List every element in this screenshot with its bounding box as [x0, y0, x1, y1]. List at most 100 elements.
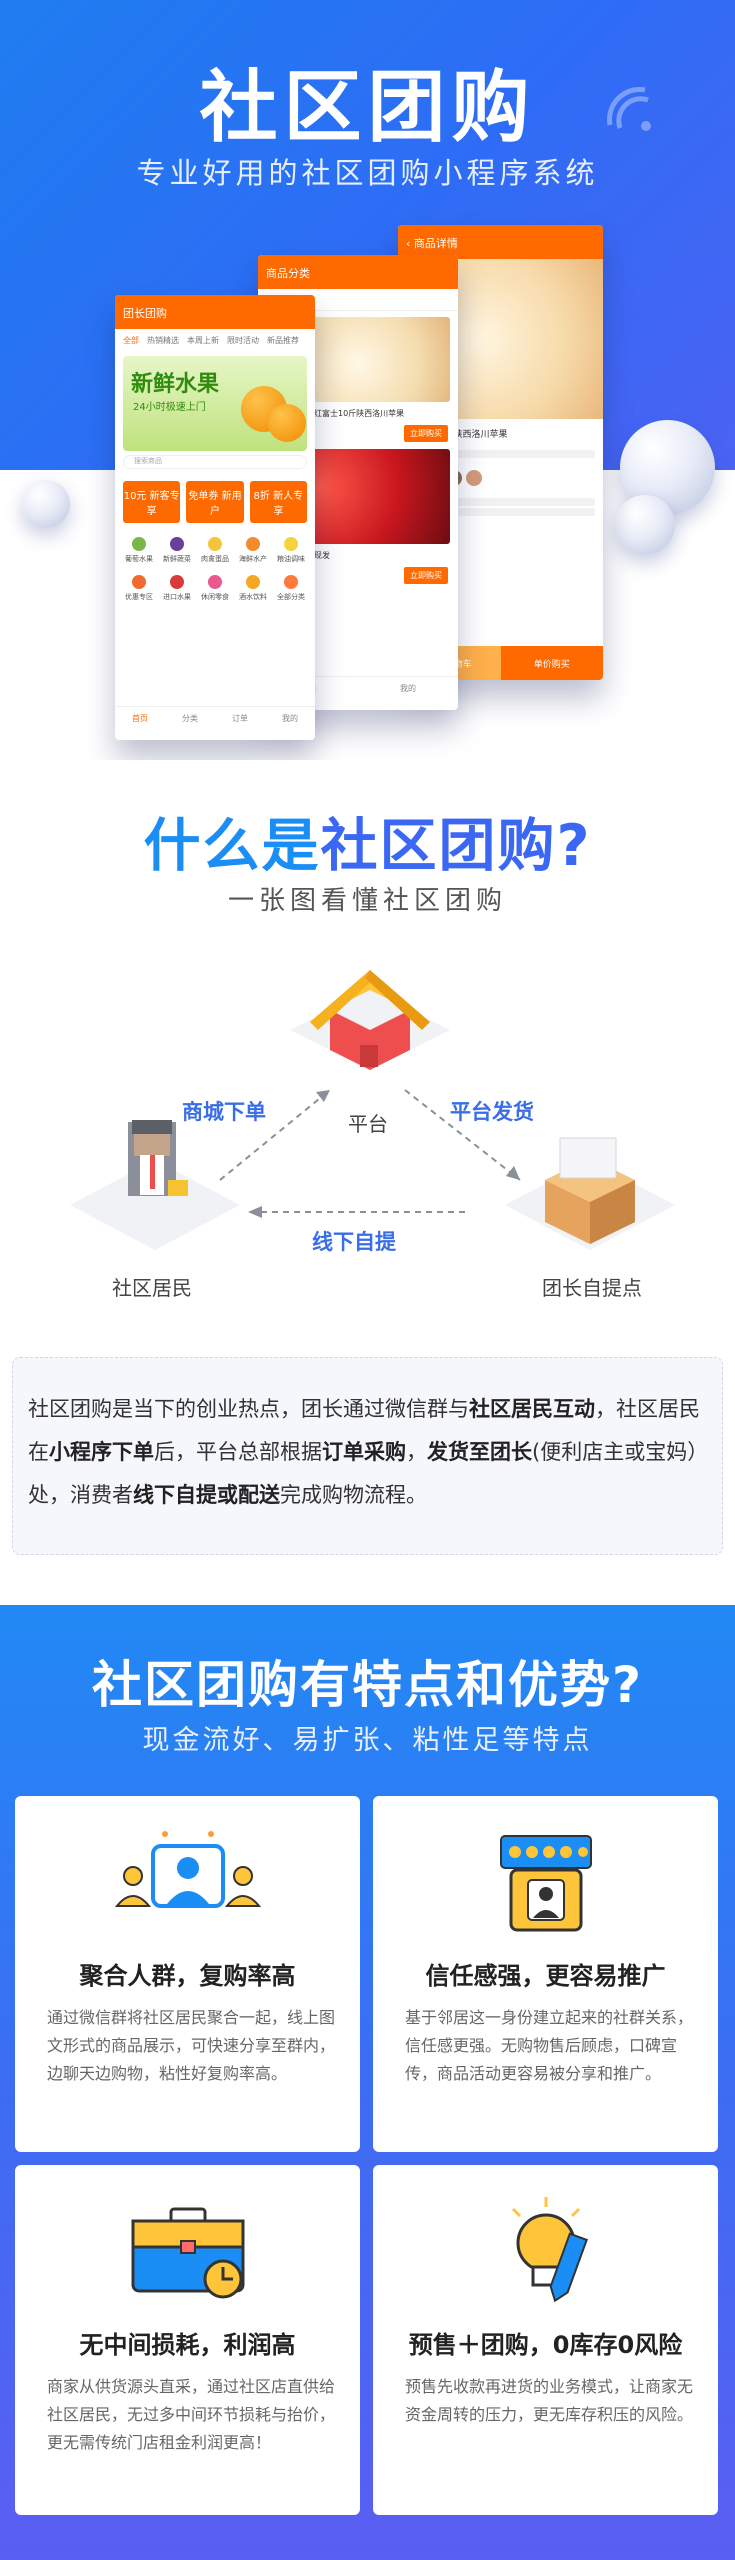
search-input[interactable]: 搜索商品 [123, 455, 307, 469]
feature-card: 无中间损耗，利润高 商家从供货源头直采，通过社区店直供给社区居民，无过多中间环节… [15, 2165, 360, 2515]
buy-button[interactable]: 立即购买 [404, 425, 448, 442]
group-people-icon [114, 1831, 262, 1908]
title-part: 社区团购? [320, 813, 592, 879]
category-item[interactable]: 休闲零食 [199, 575, 231, 607]
tab-item[interactable]: 本周上新 [187, 336, 219, 345]
feature-card: 信任感强，更容易推广 基于邻居这一身份建立起来的社群关系，信任感更强。无购物售后… [373, 1796, 718, 2152]
category-item[interactable]: 酒水饮料 [237, 575, 269, 607]
search-bar[interactable] [258, 289, 458, 311]
flow-pickup-label: 线下自提 [312, 1230, 396, 1254]
description-box [12, 1357, 723, 1555]
category-item[interactable]: 海鲜水产 [237, 537, 269, 569]
category-label: 肉禽蛋品 [201, 555, 229, 563]
tab-row: 全部 热销精选 本周上新 限时活动 新品推荐 [115, 329, 315, 352]
phone-header: 团长团购 [115, 295, 315, 329]
category-label: 优惠专区 [125, 593, 153, 601]
buy-button[interactable]: 立即购买 [404, 567, 448, 584]
desc-highlight: 线下自提或配送 [133, 1483, 280, 1507]
category-item[interactable]: 全部分类 [275, 575, 307, 607]
category-item[interactable]: 肉禽蛋品 [199, 537, 231, 569]
category-item[interactable]: 粮油调味 [275, 537, 307, 569]
category-label: 新鲜蔬菜 [163, 555, 191, 563]
category-item[interactable]: 葡萄水果 [123, 537, 155, 569]
nav-item[interactable]: 我的 [400, 684, 416, 693]
card-title: 聚合人群，复购率高 [79, 1962, 296, 1990]
features-subtitle: 现金流好、易扩张、粘性足等特点 [142, 1725, 593, 1756]
category-item[interactable]: 进口水果 [161, 575, 193, 607]
tab-item[interactable]: 限时活动 [227, 336, 259, 345]
tab-item[interactable]: 热销精选 [147, 336, 179, 345]
back-icon[interactable]: ‹ [406, 237, 414, 250]
features-title: 社区团购有特点和优势? [91, 1656, 643, 1714]
desc-highlight: 社区居民互动 [469, 1397, 595, 1421]
product-name: 拒绝冷库苹果红富士10斤陕西洛川苹果 [266, 409, 405, 418]
section2-title: 什么是社区团购? [0, 800, 735, 882]
text-placeholder [406, 450, 595, 458]
oil-icon [284, 537, 298, 551]
package-box-icon [545, 1137, 635, 1244]
phone-category: 商品分类 拒绝冷库苹果红富士10斤陕西洛川苹果 立即购买 新鲜草莓现摘现发 立即… [258, 255, 458, 710]
residents-tile [70, 1160, 240, 1250]
signal-icon [607, 87, 651, 131]
desc-text: ，社区居民在 [28, 1397, 700, 1464]
nav-item-orders[interactable]: 订单 [232, 714, 248, 723]
coupon[interactable]: 10元 新客专享 [123, 481, 181, 523]
feature-card: 聚合人群，复购率高 通过微信群将社区居民聚合一起，线上图文形式的商品展示，可快速… [15, 1796, 360, 2152]
fruit-icon [170, 575, 184, 589]
text-placeholder [406, 498, 595, 506]
vegetable-icon [170, 537, 184, 551]
decor-sphere [615, 495, 675, 555]
coupon[interactable]: 8折 新人专享 [249, 481, 307, 523]
card-title: 无中间损耗，利润高 [79, 2331, 296, 2359]
category-label: 海鲜水产 [239, 555, 267, 563]
snack-icon [208, 575, 222, 589]
tab-item[interactable]: 全部 [123, 336, 139, 345]
category-label: 粮油调味 [277, 555, 305, 563]
hero-section: 社区团购 专业好用的社区团购小程序系统 ‹ 商品详情 红富士10斤陕西洛川苹果 … [0, 0, 735, 760]
product-price-row: 立即购买 [258, 419, 458, 443]
category-label: 全部分类 [277, 593, 305, 601]
category-item[interactable]: 优惠专区 [123, 575, 155, 607]
nav-item-home[interactable]: 首页 [132, 714, 148, 723]
desc-highlight: 订单采购 [322, 1440, 406, 1464]
desc-highlight: 小程序下单 [49, 1440, 154, 1464]
orange-image [268, 404, 306, 442]
briefcase-clock-icon [131, 2207, 245, 2299]
card-title: 预售＋团购，0库存0风险 [408, 2331, 683, 2359]
promo-banner[interactable]: 新鲜水果 24小时极速上门 [123, 356, 307, 451]
desc-text: 社区团购是当下的创业热点，团长通过微信群与 [28, 1397, 469, 1421]
phone-header: 商品分类 [258, 255, 458, 289]
grid-icon [284, 575, 298, 589]
arrow-order [219, 1089, 331, 1181]
hero-subtitle: 专业好用的社区团购小程序系统 [136, 156, 599, 190]
category-label: 进口水果 [163, 593, 191, 601]
tab-item[interactable]: 新品推荐 [267, 336, 299, 345]
category-item[interactable]: 新鲜蔬菜 [161, 537, 193, 569]
arrow-head [248, 1206, 262, 1218]
phone-title: 商品详情 [413, 237, 458, 250]
house-icon [310, 970, 430, 1070]
buy-now-button[interactable]: 单价购买 [500, 646, 603, 680]
category-grid: 葡萄水果 新鲜蔬菜 肉禽蛋品 海鲜水产 粮油调味 优惠专区 进口水果 休闲零食 … [115, 531, 315, 613]
avatar [466, 470, 482, 486]
card-description: 商家从供货源头直采，通过社区店直供给社区居民，无过多中间环节损耗与抬价，更无需传… [47, 2377, 336, 2452]
discount-icon [132, 575, 146, 589]
flow-diagram [70, 970, 675, 1250]
node-residents-label: 社区居民 [112, 1276, 192, 1300]
resident-person-icon [128, 1120, 188, 1196]
category-label: 葡萄水果 [125, 555, 153, 563]
category-label: 休闲零食 [201, 593, 229, 601]
nav-item-category[interactable]: 分类 [182, 714, 198, 723]
section2-subtitle: 一张图看懂社区团购 [227, 886, 507, 916]
phone-header: ‹ 商品详情 [398, 225, 603, 259]
nav-item-me[interactable]: 我的 [282, 714, 298, 723]
hero-title: 社区团购 [199, 63, 536, 153]
banner-subtitle: 24小时极速上门 [133, 402, 206, 413]
category-label: 酒水饮料 [239, 593, 267, 601]
coupon-row: 10元 新客专享 免单券 新用户 8折 新人专享 [115, 473, 315, 531]
desc-text: ， [406, 1440, 427, 1464]
card-title: 信任感强，更容易推广 [425, 1962, 666, 1990]
coupon[interactable]: 免单券 新用户 [186, 481, 244, 523]
desc-text: (便利店主或宝妈）处，消费者 [28, 1440, 698, 1507]
feature-card: 预售＋团购，0库存0风险 预售先收款再进货的业务模式，让商家无资金周转的压力，更… [373, 2165, 718, 2515]
